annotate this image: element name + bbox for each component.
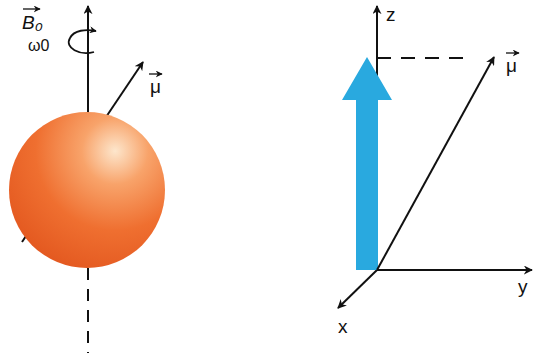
axis-dashed xyxy=(87,268,89,353)
vector-mark xyxy=(23,8,40,9)
axis-label: z xyxy=(386,5,396,24)
frequency-label: ω0 xyxy=(28,38,49,54)
magnetisation-arrow xyxy=(342,57,392,270)
moment-label: μ xyxy=(150,77,161,96)
y-axis xyxy=(377,269,532,271)
nucleus-sphere xyxy=(9,112,165,268)
vector-mark xyxy=(506,52,519,53)
field-label: B₀ xyxy=(22,13,43,32)
vector-mark xyxy=(149,73,162,74)
projection-dashed xyxy=(377,57,470,59)
axis-label: x xyxy=(338,317,348,336)
rotation-arrow xyxy=(69,30,96,53)
x-axis xyxy=(338,270,377,308)
axis-label: y xyxy=(518,277,528,296)
moment-label: μ xyxy=(506,56,517,75)
moment-arrow xyxy=(377,57,494,270)
